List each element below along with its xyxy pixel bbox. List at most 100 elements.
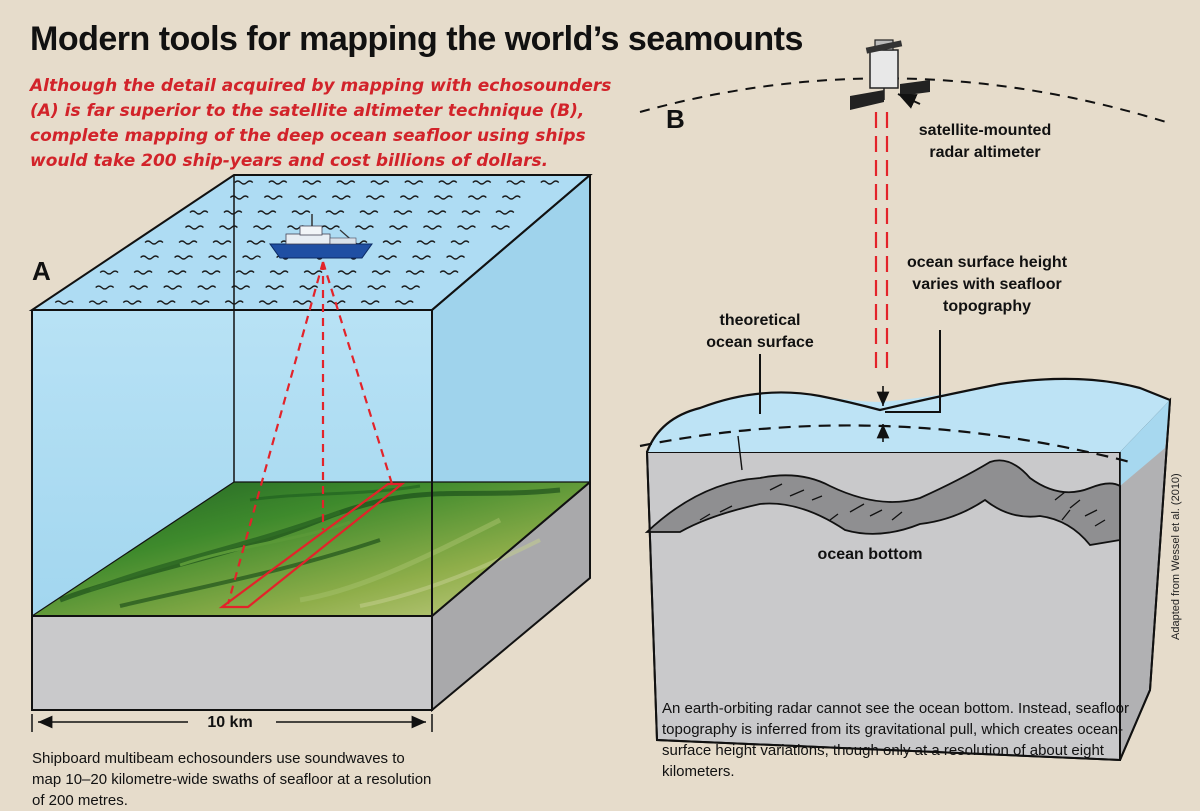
wave-marks — [54, 180, 560, 305]
wave-mark — [257, 210, 277, 215]
panel-b-label: B — [666, 104, 685, 134]
wave-mark — [122, 300, 142, 305]
wave-mark — [99, 270, 119, 275]
seafloor-ridges — [59, 484, 561, 608]
wave-mark — [320, 225, 340, 230]
ocean-water — [647, 378, 1170, 452]
scale-bar — [31, 714, 433, 732]
wave-mark — [229, 195, 249, 200]
wave-mark — [190, 300, 210, 305]
ocean-surface — [645, 377, 1171, 453]
echosounder-block — [28, 174, 593, 732]
wave-mark — [359, 210, 379, 215]
wave-mark — [506, 180, 526, 185]
satellite-label: satellite-mounted radar altimeter — [918, 122, 1052, 161]
wave-mark — [174, 255, 194, 260]
theoretical-surface-label: theoretical ocean surface — [706, 312, 814, 351]
mapped-swath — [218, 482, 406, 609]
credit: Adapted from Wessel et al. (2010) — [1170, 473, 1182, 640]
wave-mark — [265, 285, 285, 290]
wave-mark — [263, 195, 283, 200]
wave-mark — [95, 285, 115, 290]
wave-mark — [382, 240, 402, 245]
wave-mark — [129, 285, 149, 290]
wave-mark — [337, 270, 357, 275]
wave-mark — [439, 270, 459, 275]
ridge-hatching — [699, 483, 1106, 527]
wave-mark — [501, 195, 521, 200]
wave-mark — [405, 270, 425, 275]
wave-mark — [208, 255, 228, 260]
satellite-icon — [850, 39, 930, 110]
page-title: Modern tools for mapping the world’s sea… — [30, 20, 803, 58]
wave-mark — [433, 195, 453, 200]
wave-mark — [88, 300, 108, 305]
wave-mark — [218, 225, 238, 230]
wave-mark — [354, 225, 374, 230]
wave-mark — [393, 210, 413, 215]
wave-mark — [495, 210, 515, 215]
surface-height-label: ocean surface height varies with seafloo… — [906, 254, 1068, 315]
wave-mark — [490, 225, 510, 230]
wave-mark — [371, 270, 391, 275]
base-slab-front — [31, 615, 433, 711]
wave-mark — [401, 285, 421, 290]
wave-mark — [412, 255, 432, 260]
wave-mark — [467, 195, 487, 200]
wave-mark — [450, 240, 470, 245]
wave-mark — [438, 180, 458, 185]
wave-mark — [297, 195, 317, 200]
wave-mark — [235, 270, 255, 275]
wave-mark — [156, 300, 176, 305]
wave-mark — [331, 195, 351, 200]
wave-mark — [231, 285, 251, 290]
wave-mark — [303, 270, 323, 275]
radar-pulses — [874, 112, 889, 372]
seafloor-ridge — [644, 459, 1121, 546]
wave-mark — [360, 300, 380, 305]
wave-mark — [416, 240, 436, 245]
ocean-bottom-label: ocean bottom — [817, 546, 923, 563]
wave-mark — [404, 180, 424, 185]
wave-mark — [461, 210, 481, 215]
wave-mark — [427, 210, 447, 215]
scale-label: 10 km — [207, 714, 253, 731]
wave-mark — [167, 270, 187, 275]
wave-mark — [163, 285, 183, 290]
wave-mark — [540, 180, 560, 185]
wave-mark — [325, 210, 345, 215]
wave-mark — [144, 240, 164, 245]
height-leader — [885, 330, 941, 413]
wave-mark — [299, 285, 319, 290]
wave-mark — [388, 225, 408, 230]
wave-mark — [184, 225, 204, 230]
research-ship-icon — [269, 214, 373, 259]
wave-mark — [399, 195, 419, 200]
wave-mark — [394, 300, 414, 305]
wave-mark — [472, 180, 492, 185]
wave-mark — [133, 270, 153, 275]
subtitle: Although the detail acquired by mapping … — [30, 76, 612, 171]
wave-mark — [302, 180, 322, 185]
multibeam-fan — [226, 261, 394, 605]
panel-a-label: A — [32, 256, 51, 286]
wave-mark — [234, 180, 254, 185]
wave-mark — [367, 285, 387, 290]
wave-mark — [269, 270, 289, 275]
wave-mark — [242, 255, 262, 260]
wave-mark — [378, 255, 398, 260]
wave-mark — [446, 255, 466, 260]
wave-mark — [333, 285, 353, 290]
wave-mark — [456, 225, 476, 230]
wave-mark — [370, 180, 390, 185]
panel-b-caption: An earth-orbiting radar cannot see the o… — [662, 700, 1129, 780]
wave-mark — [252, 225, 272, 230]
wave-mark — [223, 210, 243, 215]
wave-mark — [292, 300, 312, 305]
panel-a-caption: Shipboard multibeam echosounders use sou… — [32, 750, 432, 809]
wave-mark — [197, 285, 217, 290]
wave-mark — [246, 240, 266, 245]
orbit-path — [639, 77, 1167, 123]
